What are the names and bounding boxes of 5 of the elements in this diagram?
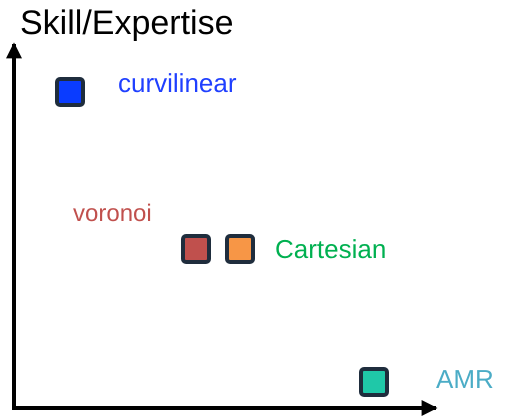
series-label: AMR (436, 366, 494, 392)
series-label: curvilinear (118, 70, 236, 96)
series-label: Cartesian (275, 236, 386, 262)
axis-title: Skill/Expertise (20, 6, 234, 40)
series-label: voronoi (73, 202, 152, 226)
